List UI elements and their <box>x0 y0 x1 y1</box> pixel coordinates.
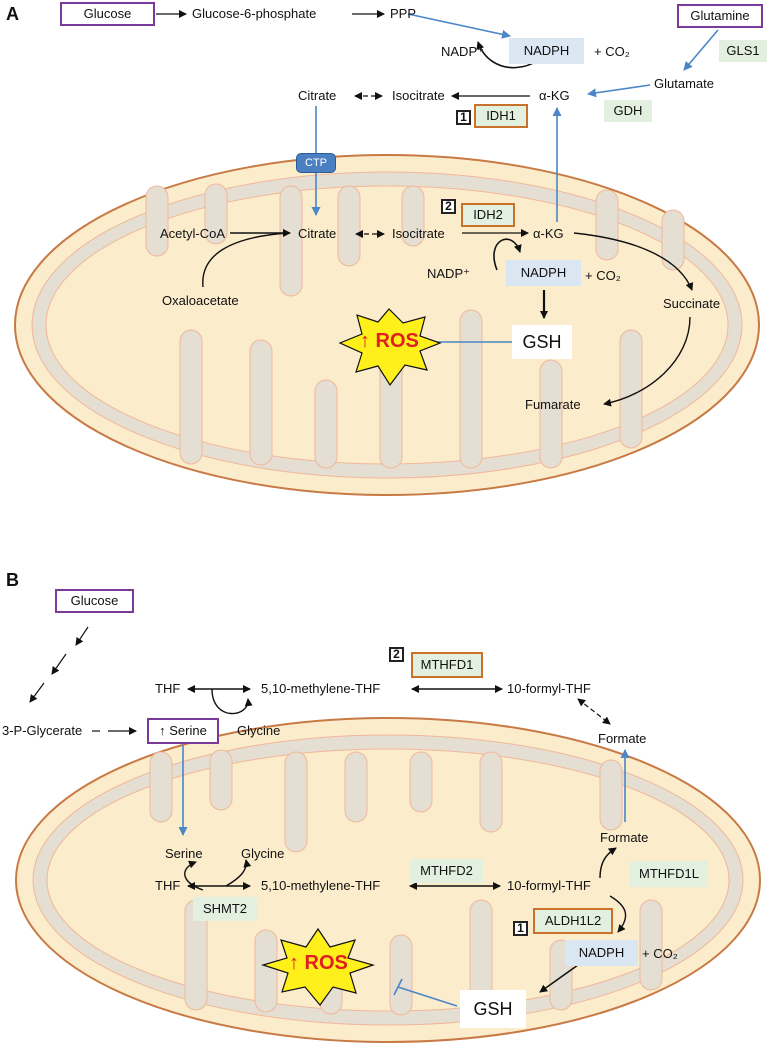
nadph-b: NADPH <box>565 940 638 966</box>
thf-top: THF <box>155 681 181 696</box>
mthfd2-enzyme: MTHFD2 <box>410 859 483 883</box>
formate-mito: Formate <box>600 830 649 845</box>
3-p-glycerate-label: 3-P-Glycerate <box>2 723 83 738</box>
step-2-marker-b: 2 <box>389 647 404 662</box>
formyl-thf-mito: 10-formyl-THF <box>507 878 591 893</box>
arrows-panel-a <box>156 10 694 407</box>
serine-mito: Serine <box>165 846 203 861</box>
nadph-top: NADPH <box>509 38 584 64</box>
isocitrate-mito: Isocitrate <box>392 226 445 241</box>
co2-mito: + CO₂ <box>585 268 621 283</box>
formyl-thf-top: 10-formyl-THF <box>507 681 591 696</box>
glycine-top: Glycine <box>237 723 281 738</box>
ros-burst-b <box>260 927 376 1006</box>
formate-top: Formate <box>598 731 647 746</box>
succinate-label: Succinate <box>663 296 721 311</box>
panel-a-label: A <box>6 4 19 24</box>
thf-mito: THF <box>155 878 181 893</box>
methylene-thf-top: 5,10-methylene-THF <box>261 681 381 696</box>
nadph-mito: NADPH <box>506 260 581 286</box>
alpha-kg-mito: α-KG <box>533 226 564 241</box>
blue-arrows-panel-a <box>311 13 719 350</box>
step-1-marker-b: 1 <box>513 921 528 936</box>
isocitrate-top: Isocitrate <box>392 88 445 103</box>
oxaloacetate-label: Oxaloacetate <box>162 293 239 308</box>
glucose-box-b: Glucose <box>55 589 134 613</box>
blue-arrows-panel-b <box>178 745 630 1007</box>
gsh-b: GSH <box>460 990 526 1028</box>
mthfd1l-enzyme: MTHFD1L <box>630 861 708 887</box>
ros-label-b: ↑ ROS <box>289 952 348 974</box>
gsh-a: GSH <box>512 325 572 359</box>
ros-burst-a <box>338 308 442 387</box>
citrate-mito: Citrate <box>298 226 337 241</box>
citrate-top: Citrate <box>298 88 337 103</box>
step-2-marker-a: 2 <box>441 199 456 214</box>
methylene-thf-mito: 5,10-methylene-THF <box>261 878 381 893</box>
panel-b-label: B <box>6 570 19 590</box>
glycine-mito: Glycine <box>241 846 285 861</box>
mthfd1-enzyme: MTHFD1 <box>411 652 483 678</box>
ros-label-a: ↑ ROS <box>360 330 419 352</box>
glutamine-box: Glutamine <box>677 4 763 28</box>
co2-top: + CO₂ <box>594 44 630 59</box>
ctp-transporter: CTP <box>296 153 336 173</box>
co2-b: + CO₂ <box>642 946 678 961</box>
glucose-box-a: Glucose <box>60 2 155 26</box>
gdh-enzyme: GDH <box>604 100 652 122</box>
step-1-marker-a: 1 <box>456 110 471 125</box>
aldh1l2-enzyme: ALDH1L2 <box>533 908 613 934</box>
glucose-6-phosphate-label: Glucose-6-phosphate <box>192 6 317 21</box>
alpha-kg-top: α-KG <box>539 88 570 103</box>
nadp-plus-mito: NADP⁺ <box>427 266 470 281</box>
shmt2-enzyme: SHMT2 <box>193 897 257 921</box>
nadp-plus-top: NADP⁺ <box>441 44 484 59</box>
fumarate-label: Fumarate <box>525 397 581 412</box>
idh1-enzyme: IDH1 <box>474 104 528 128</box>
ppp-label: PPP <box>390 6 417 21</box>
glutamate-label: Glutamate <box>654 76 714 91</box>
acetyl-coa-label: Acetyl-CoA <box>160 226 226 241</box>
idh2-enzyme: IDH2 <box>461 203 515 227</box>
gls1-enzyme: GLS1 <box>719 40 767 62</box>
serine-box: ↑ Serine <box>147 718 219 744</box>
